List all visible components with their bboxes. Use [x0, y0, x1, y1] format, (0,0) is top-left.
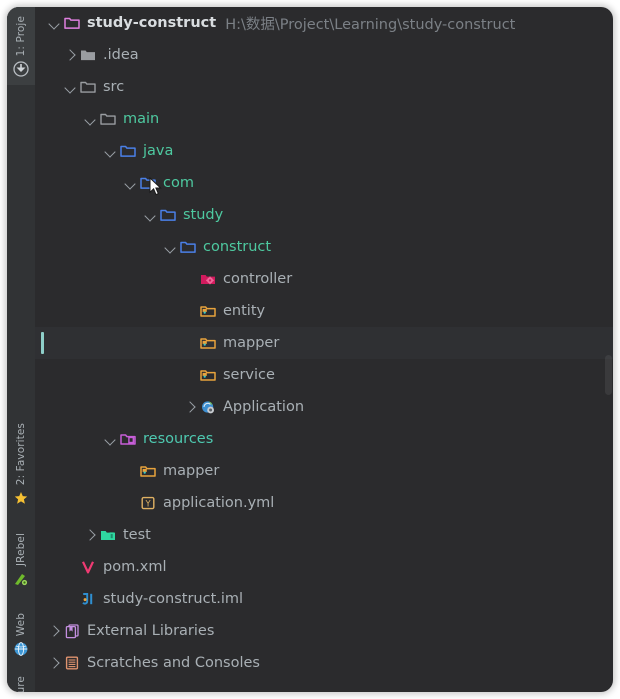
chevron-right-icon[interactable]: [183, 400, 197, 414]
tree-label: study: [183, 207, 224, 223]
tree-row-pom-xml[interactable]: pom.xml: [35, 551, 613, 583]
spring-boot-class-icon: [199, 398, 217, 416]
tree-label: mapper: [163, 463, 220, 479]
tree-row-resources-mapper[interactable]: mapper: [35, 455, 613, 487]
project-tree[interactable]: study-construct H:\数据\Project\Learning\s…: [35, 7, 613, 692]
tree-row-construct[interactable]: construct: [35, 231, 613, 263]
tree-row-application[interactable]: Application: [35, 391, 613, 423]
package-folder-icon: [139, 174, 157, 192]
tree-label: src: [103, 79, 125, 95]
mouse-cursor-icon: [149, 176, 163, 197]
chevron-down-icon[interactable]: [123, 176, 137, 190]
folder-outline-gray-icon: [99, 110, 117, 128]
tree-row-idea[interactable]: .idea: [35, 39, 613, 71]
tree-row-com[interactable]: com: [35, 167, 613, 199]
tree-label: External Libraries: [87, 623, 215, 639]
folder-outline-gray-icon: [79, 78, 97, 96]
test-root-folder-icon: [99, 526, 117, 544]
stripe-button-favorites[interactable]: 2: Favorites: [7, 412, 35, 508]
stripe-button-project[interactable]: 1: Proje: [7, 7, 35, 79]
maven-pom-icon: [79, 558, 97, 576]
stripe-button-favorites-label: 2: Favorites: [15, 422, 27, 485]
jrebel-icon: [13, 571, 29, 587]
tree-row-test[interactable]: test: [35, 519, 613, 551]
tree-label: .idea: [103, 47, 139, 63]
chevron-right-icon[interactable]: [63, 48, 77, 62]
tree-label: construct: [203, 239, 272, 255]
stripe-button-jrebel[interactable]: JRebel: [7, 517, 35, 589]
chevron-right-icon[interactable]: [47, 624, 61, 638]
tool-window-stripe: 1: Proje 2: Favorites: [7, 7, 35, 692]
tree-row-src[interactable]: src: [35, 71, 613, 103]
tree-row-scratches-and-consoles[interactable]: Scratches and Consoles: [35, 647, 613, 679]
tree-row-controller[interactable]: controller: [35, 263, 613, 295]
chevron-down-icon[interactable]: [103, 144, 117, 158]
tree-row-iml[interactable]: study-construct.iml: [35, 583, 613, 615]
project-root-folder-icon: [63, 14, 81, 32]
tree-label: mapper: [223, 335, 280, 351]
tree-label: resources: [143, 431, 214, 447]
tree-label: com: [163, 175, 194, 191]
package-folder-icon: [159, 206, 177, 224]
svg-text:Y: Y: [144, 498, 151, 508]
resources-root-folder-icon: [119, 430, 137, 448]
star-icon: [13, 490, 29, 506]
tree-row-java[interactable]: java: [35, 135, 613, 167]
tree-label: study-construct: [87, 15, 217, 31]
tree-row-study[interactable]: study: [35, 199, 613, 231]
yaml-file-icon: Y: [139, 494, 157, 512]
project-path-label: H:\数据\Project\Learning\study-construct: [225, 16, 516, 33]
tree-label: Application: [223, 399, 305, 415]
chevron-down-icon[interactable]: [47, 16, 61, 30]
chevron-down-icon[interactable]: [163, 240, 177, 254]
stripe-button-project-label: 1: Proje: [15, 15, 27, 56]
tree-label: service: [223, 367, 275, 383]
tree-label: controller: [223, 271, 293, 287]
source-root-folder-icon: [119, 142, 137, 160]
project-icon: [13, 61, 29, 77]
tree-row-mapper[interactable]: mapper: [35, 327, 613, 359]
stripe-button-jrebel-label: JRebel: [15, 532, 27, 566]
chevron-down-icon[interactable]: [83, 112, 97, 126]
iml-module-icon: [79, 590, 97, 608]
tree-row-main[interactable]: main: [35, 103, 613, 135]
tree-label: application.yml: [163, 495, 275, 511]
chevron-down-icon[interactable]: [63, 80, 77, 94]
chevron-down-icon[interactable]: [143, 208, 157, 222]
tree-row-external-libraries[interactable]: External Libraries: [35, 615, 613, 647]
chevron-down-icon[interactable]: [103, 432, 117, 446]
tree-row-resources[interactable]: resources: [35, 423, 613, 455]
tree-label: Scratches and Consoles: [87, 655, 260, 671]
selection-marker: [41, 332, 44, 354]
package-yellow-folder-icon: [199, 334, 217, 352]
stripe-button-structure[interactable]: ure: [7, 662, 35, 692]
vertical-scrollbar-thumb[interactable]: [605, 355, 612, 395]
tree-label: study-construct.iml: [103, 591, 244, 607]
package-yellow-folder-icon: [199, 366, 217, 384]
folder-filled-gray-icon: [79, 46, 97, 64]
tree-label: entity: [223, 303, 266, 319]
tree-label: main: [123, 111, 160, 127]
package-folder-icon: [179, 238, 197, 256]
package-yellow-folder-icon: [199, 302, 217, 320]
package-yellow-folder-icon: [139, 462, 157, 480]
stripe-button-web[interactable]: Web: [7, 597, 35, 659]
project-tool-window: 1: Proje 2: Favorites: [7, 7, 613, 692]
tree-label: test: [123, 527, 151, 543]
tree-row-application-yml[interactable]: Y application.yml: [35, 487, 613, 519]
web-globe-icon: [13, 641, 29, 657]
tree-row-study-construct[interactable]: study-construct H:\数据\Project\Learning\s…: [35, 7, 613, 39]
chevron-right-icon[interactable]: [47, 656, 61, 670]
stripe-button-structure-label: ure: [15, 676, 27, 692]
tree-label: pom.xml: [103, 559, 167, 575]
tree-row-service[interactable]: service: [35, 359, 613, 391]
stripe-button-web-label: Web: [15, 612, 27, 636]
chevron-right-icon[interactable]: [83, 528, 97, 542]
tree-row-entity[interactable]: entity: [35, 295, 613, 327]
spring-controller-folder-icon: [199, 270, 217, 288]
tree-label: java: [143, 143, 174, 159]
scratches-icon: [63, 654, 81, 672]
external-libraries-icon: [63, 622, 81, 640]
